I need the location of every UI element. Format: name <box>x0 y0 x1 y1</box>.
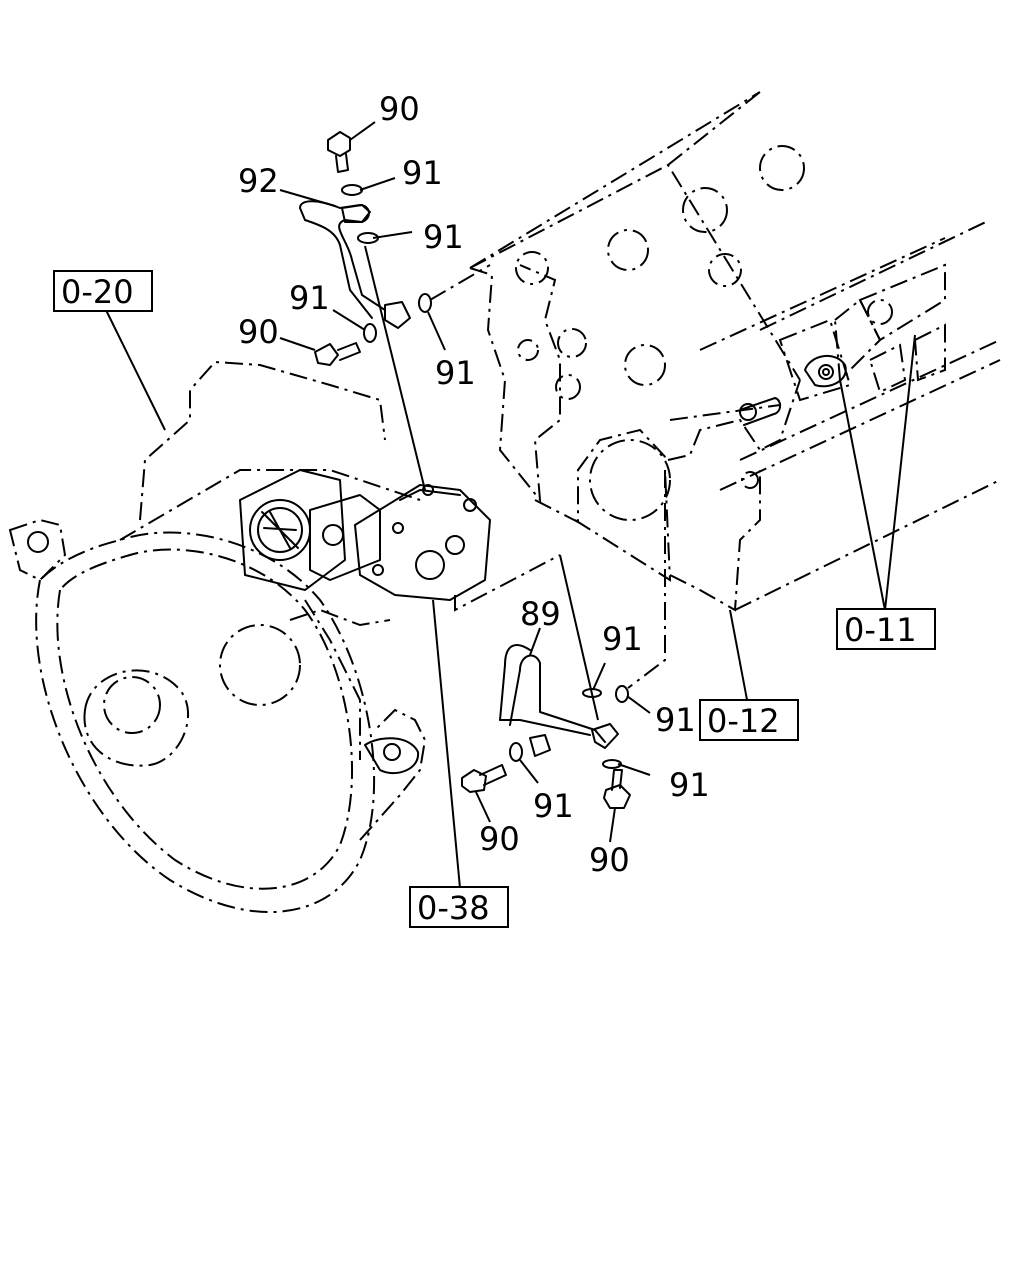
reference-label: 0-12 <box>707 702 780 740</box>
callout-92: 92 <box>238 162 279 200</box>
callout-89: 89 <box>520 595 561 633</box>
reference-box-0-12: 0-12 <box>699 699 799 741</box>
flywheel-housing <box>8 360 427 914</box>
reference-box-0-20: 0-20 <box>53 270 153 312</box>
reference-label: 0-38 <box>417 889 490 927</box>
lower-pipe-assembly <box>461 554 631 809</box>
reference-label: 0-11 <box>844 611 917 649</box>
callout-91: 91 <box>669 766 710 804</box>
engine-block <box>469 91 1001 612</box>
callout-90: 90 <box>238 313 279 351</box>
callout-91: 91 <box>423 218 464 256</box>
callout-90: 90 <box>479 820 520 858</box>
callout-91: 91 <box>533 787 574 825</box>
callout-90: 90 <box>589 841 630 879</box>
callout-91: 91 <box>289 279 330 317</box>
reference-box-0-38: 0-38 <box>409 886 509 928</box>
upper-pipe-assembly <box>299 131 432 491</box>
callout-91: 91 <box>435 354 476 392</box>
reference-label: 0-20 <box>61 273 134 311</box>
callout-91: 91 <box>655 701 696 739</box>
reference-box-0-11: 0-11 <box>836 608 936 650</box>
callout-91: 91 <box>402 154 443 192</box>
pump-assembly <box>239 469 491 601</box>
callout-90: 90 <box>379 90 420 128</box>
leader-lines <box>104 121 916 889</box>
callout-91: 91 <box>602 620 643 658</box>
